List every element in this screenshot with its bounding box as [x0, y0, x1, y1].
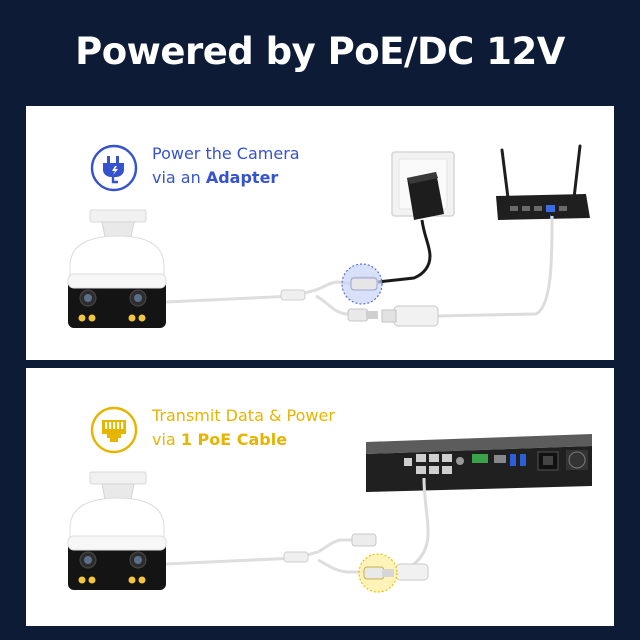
poe-caption-emphasis: 1 PoE Cable	[180, 430, 288, 449]
router-illustration	[496, 144, 590, 220]
adapter-caption-emphasis: Adapter	[205, 168, 279, 187]
poe-caption: Transmit Data & Power via 1 PoE Cable	[152, 404, 335, 452]
adapter-scene-illustration	[67, 144, 590, 328]
ethernet-port-icon	[90, 406, 138, 454]
page-title: Powered by PoE/DC 12V	[75, 30, 565, 73]
adapter-caption: Power the Camera via an Adapter	[152, 142, 300, 190]
power-adapter-illustration	[377, 172, 444, 284]
camera-pigtail-cable	[165, 276, 439, 327]
adapter-caption-prefix: via an	[152, 168, 206, 187]
poe-scene-illustration	[67, 434, 592, 593]
poe-caption-prefix: via	[152, 430, 181, 449]
poe-panel: Transmit Data & Power via 1 PoE Cable	[26, 368, 614, 626]
adapter-caption-line2: via an Adapter	[152, 166, 300, 190]
adapter-caption-line1: Power the Camera	[152, 144, 300, 163]
power-plug-icon	[90, 144, 138, 192]
poe-caption-line1: Transmit Data & Power	[152, 406, 335, 425]
camera-illustration	[67, 209, 167, 328]
poe-pigtail-cable	[165, 533, 429, 581]
nvr-recorder-illustration	[366, 434, 592, 492]
poe-camera-illustration	[67, 471, 167, 590]
poe-caption-line2: via 1 PoE Cable	[152, 428, 335, 452]
adapter-panel: Power the Camera via an Adapter	[26, 106, 614, 360]
